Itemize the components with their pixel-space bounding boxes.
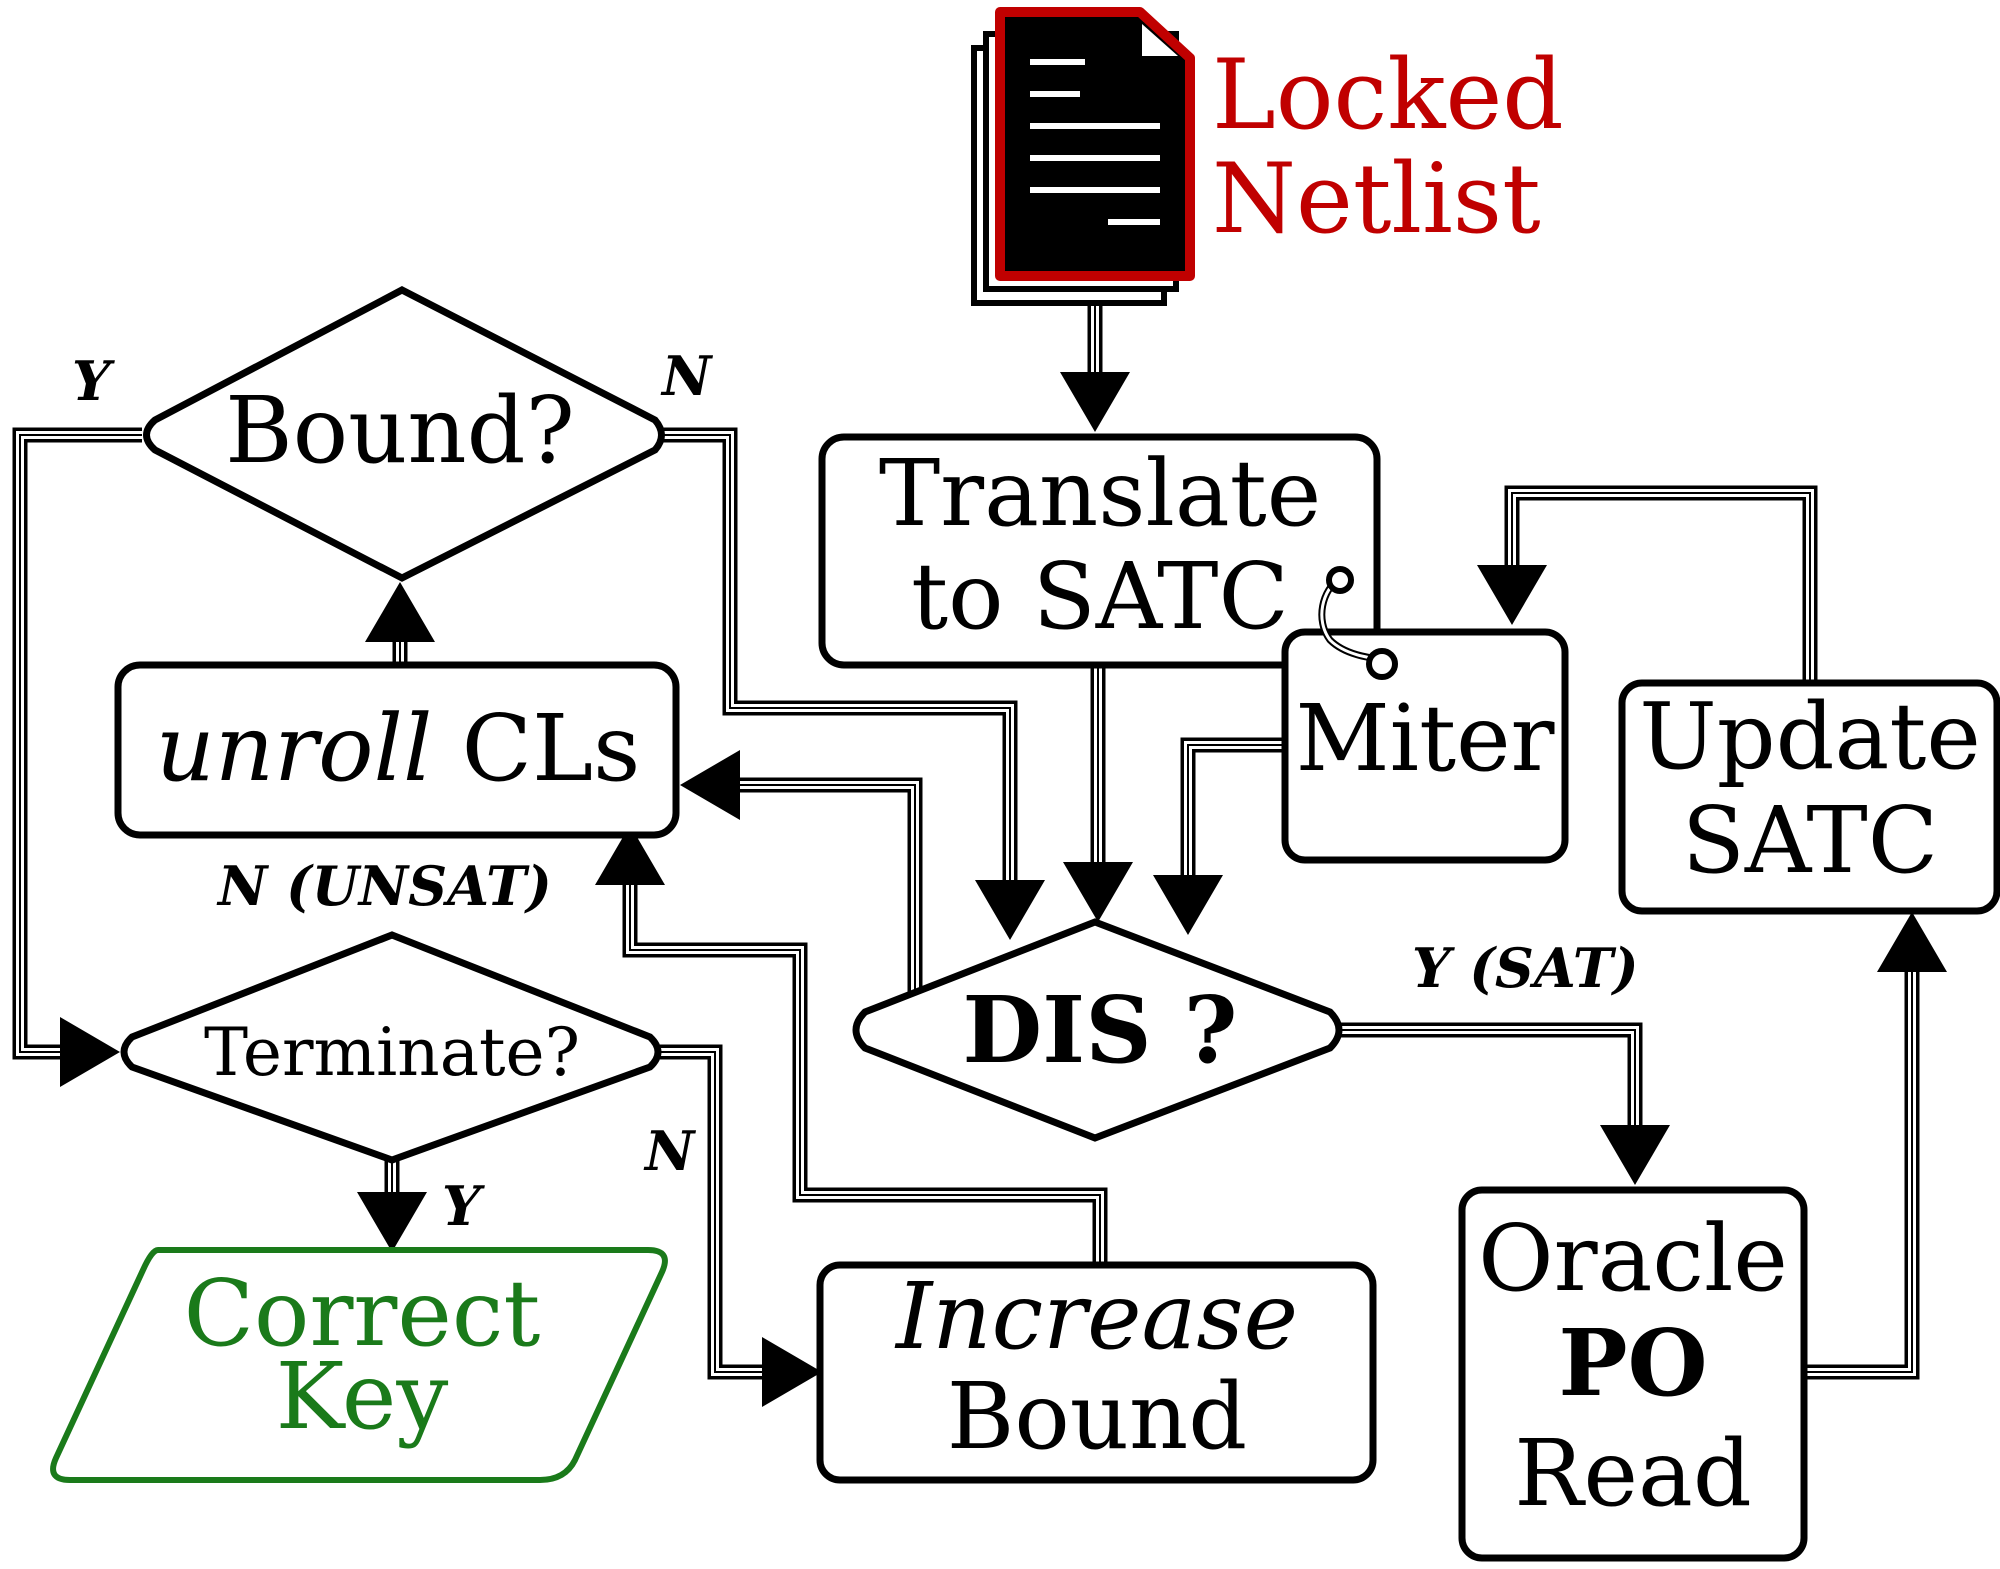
wire-miter-to-dis [1153, 737, 1285, 935]
bound-decision: Bound? [143, 286, 665, 582]
wire-translate-to-dis [1063, 665, 1133, 922]
miter-label: Miter [1295, 685, 1554, 792]
correct-key-line2: Key [276, 1343, 449, 1450]
dis-label: DIS ? [962, 976, 1237, 1084]
edge-labels: Y N N (UNSAT) Y N Y (SAT) [72, 344, 1639, 1238]
edge-label-bound-no: N [660, 344, 714, 408]
increase-bound-box: Increase Bound [816, 1261, 1377, 1484]
netlist-label-line2: Netlist [1212, 143, 1541, 255]
clip-hook-icon [1318, 566, 1398, 680]
edge-label-terminate-yes: Y [442, 1174, 485, 1238]
update-label-line2: SATC [1682, 787, 1938, 894]
edge-label-terminate-no-unsat: N (UNSAT) [216, 854, 552, 918]
wire-dis-yes-to-oracle [1340, 1022, 1670, 1185]
edge-label-bound-yes: Y [72, 349, 115, 413]
unroll-label: unroll CLs [156, 695, 641, 802]
connectors [12, 270, 1947, 1407]
wire-bound-yes-to-terminate [12, 427, 142, 1087]
wire-bound-no-to-dis [660, 427, 1045, 940]
terminate-decision: Terminate? [120, 931, 662, 1164]
oracle-label-line1: Oracle [1478, 1205, 1788, 1312]
translate-label-line2: to SATC [911, 543, 1289, 650]
increase-label-line2: Bound [947, 1363, 1247, 1470]
wire-dis-no-to-unroll [680, 750, 923, 995]
terminate-label: Terminate? [204, 1014, 580, 1091]
unroll-box: unroll CLs [114, 661, 680, 839]
dis-decision: DIS ? [852, 918, 1343, 1142]
correct-key-line1: Correct [184, 1260, 541, 1367]
oracle-label-line3: Read [1514, 1420, 1751, 1527]
wire-update-to-miter [1477, 485, 1818, 680]
wire-unroll-to-bound [365, 582, 435, 665]
netlist-label-line1: Locked [1212, 39, 1564, 151]
update-satc-box: Update SATC [1618, 679, 2000, 915]
locked-netlist: Locked Netlist [971, 7, 1564, 306]
translate-box: Translate to SATC [818, 433, 1381, 669]
edge-label-dis-yes-sat: Y (SAT) [1412, 936, 1639, 1000]
wire-terminate-no-to-increase [660, 1044, 822, 1407]
document-stack-icon [971, 7, 1195, 306]
unroll-label-italic: unroll [156, 695, 433, 802]
wire-increase-to-unroll [595, 825, 1108, 1265]
oracle-box: Oracle PO Read [1458, 1186, 1808, 1562]
wire-terminate-yes-to-key [357, 1160, 427, 1252]
oracle-label-line2: PO [1558, 1309, 1707, 1417]
increase-label-line1: Increase [894, 1263, 1298, 1370]
wire-oracle-to-update [1805, 912, 1947, 1380]
correct-key-output: Correct Key [50, 1247, 668, 1483]
unroll-label-rest: CLs [432, 695, 640, 802]
bound-label: Bound? [225, 377, 575, 484]
update-label-line1: Update [1639, 683, 1981, 790]
translate-label-line1: Translate [879, 440, 1321, 547]
miter-box: Miter [1281, 628, 1569, 864]
edge-label-dis-no: N [643, 1119, 697, 1183]
